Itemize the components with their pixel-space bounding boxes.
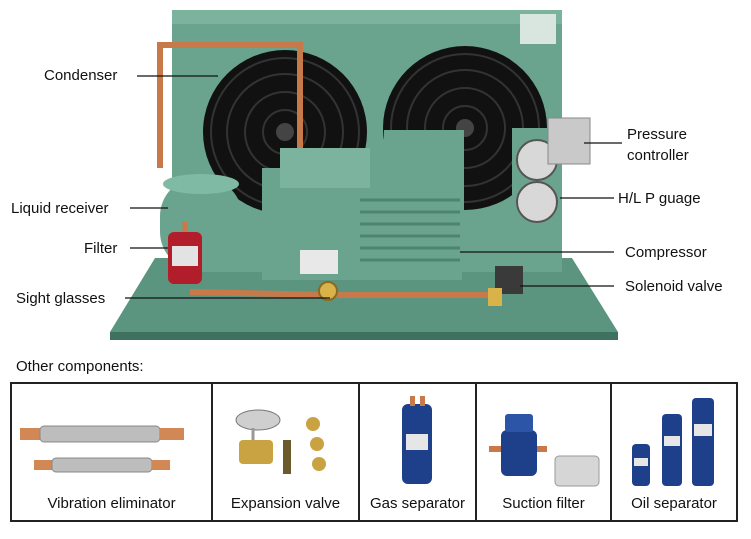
label-sight-glasses: Sight glasses bbox=[16, 290, 106, 307]
discharge-pipe bbox=[157, 42, 303, 168]
vibration-eliminator-icon bbox=[20, 425, 184, 473]
component-oil-separator: Oil separator bbox=[612, 384, 736, 520]
label-liquid-receiver: Liquid receiver bbox=[11, 200, 109, 217]
label-hl-gauge: H/L P guage bbox=[618, 190, 701, 207]
label-filter: Filter bbox=[84, 240, 118, 257]
caption-suction-filter: Suction filter bbox=[502, 495, 585, 512]
label-pressure-controller-line2: controller bbox=[627, 147, 689, 164]
gas-separator-icon bbox=[402, 396, 432, 484]
component-expansion-valve: Expansion valve bbox=[213, 384, 360, 520]
suction-filter-icon bbox=[489, 414, 600, 487]
condensing-unit-figure: Condenser Liquid receiver Filter Sight g… bbox=[11, 10, 723, 340]
label-compressor: Compressor bbox=[625, 244, 707, 261]
caption-oil-separator: Oil separator bbox=[631, 495, 717, 512]
condensing-unit-illustration bbox=[110, 10, 622, 340]
compressor bbox=[262, 130, 464, 280]
component-vibration-eliminator: Vibration eliminator bbox=[12, 384, 213, 520]
liquid-line bbox=[189, 289, 500, 298]
component-gas-separator: Gas separator bbox=[360, 384, 477, 520]
caption-vibration-eliminator: Vibration eliminator bbox=[47, 495, 176, 512]
label-pressure-controller-line1: Pressure bbox=[627, 126, 688, 143]
pressure-controller bbox=[547, 117, 591, 165]
oil-separator-icon bbox=[632, 398, 714, 486]
label-solenoid-valve: Solenoid valve bbox=[625, 278, 723, 295]
expansion-valve-icon bbox=[235, 409, 326, 474]
filter bbox=[168, 222, 202, 284]
component-suction-filter: Suction filter bbox=[477, 384, 612, 520]
caption-gas-separator: Gas separator bbox=[369, 495, 466, 512]
other-components-panel: Vibration eliminator Expansion valve Gas… bbox=[10, 382, 738, 522]
other-components-title: Other components: bbox=[16, 358, 144, 375]
leader-lines bbox=[125, 75, 622, 299]
low-pressure-gauge-icon bbox=[516, 181, 558, 223]
label-condenser: Condenser bbox=[44, 67, 118, 84]
caption-expansion-valve: Expansion valve bbox=[230, 495, 341, 512]
sight-glass-icon bbox=[318, 281, 338, 301]
